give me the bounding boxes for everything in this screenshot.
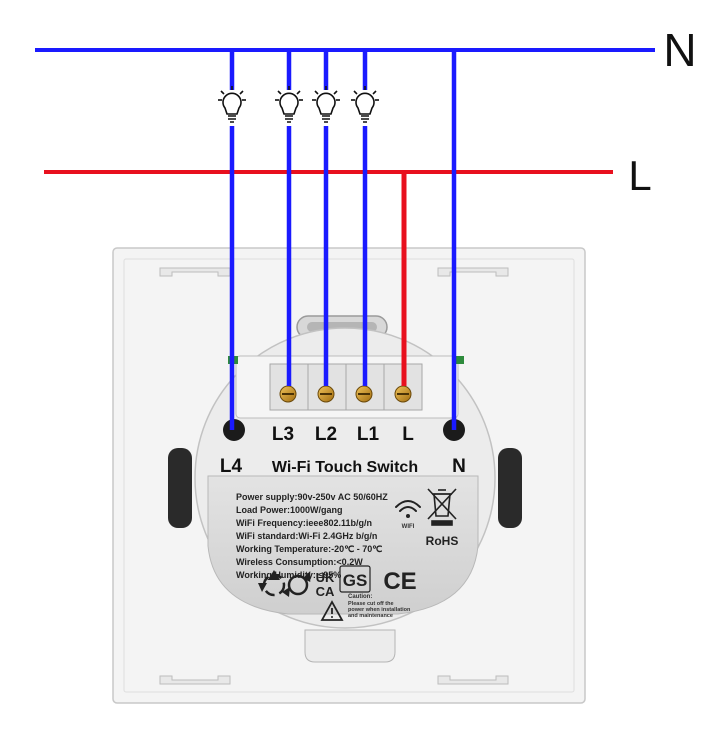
left-side-clamp <box>168 448 192 528</box>
spec-line: Wireless Consumption:<0.2W <box>236 557 363 567</box>
ukca-bottom: CA <box>316 584 335 599</box>
recycle-icon <box>258 570 290 597</box>
terminal-label-l4: L4 <box>220 456 243 477</box>
spec-line: WiFi Frequency:ieee802.11b/g/n <box>236 518 372 528</box>
terminal-label-l: L <box>402 424 414 445</box>
bottom-mounting-tab <box>304 629 396 663</box>
bulb-icon <box>312 86 340 123</box>
ukca-mark: UK CA <box>316 570 335 599</box>
back-plate-inner-frame <box>123 258 575 693</box>
recycle-loop-icon <box>287 570 311 596</box>
rohs-mark: RoHS <box>426 534 459 548</box>
caution-line: power when installation <box>348 607 411 613</box>
live-rail-label: L <box>628 152 651 199</box>
module-title: Wi-Fi Touch Switch <box>272 459 418 476</box>
caution-line: Please cut off the <box>348 601 394 607</box>
spec-line: Working Temperature:-20℃ - 70℃ <box>236 544 382 554</box>
spec-line: Load Power:1000W/gang <box>236 505 343 515</box>
caution-triangle-icon <box>320 600 344 621</box>
gs-mark: GS <box>343 571 368 590</box>
spec-line: Power supply:90v-250v AC 50/60HZ <box>236 492 388 502</box>
terminal-label-l1: L1 <box>357 424 380 445</box>
bulb-group <box>218 86 379 123</box>
crossed-bin-icon <box>427 488 457 526</box>
bottom-clip-right <box>437 675 509 685</box>
wifi-mark-label: WIFI <box>402 524 415 530</box>
spec-list: Power supply:90v-250v AC 50/60HZ Load Po… <box>236 492 388 580</box>
right-side-clamp <box>498 448 522 528</box>
ce-mark: CE <box>383 568 416 595</box>
lamp-wires <box>229 50 368 430</box>
terminal-label-n: N <box>452 456 466 477</box>
neutral-rail-label: N <box>663 24 696 76</box>
bulb-icon <box>351 86 379 123</box>
terminal-screws <box>279 385 412 403</box>
gs-badge <box>339 565 371 593</box>
caution-title: Caution: <box>348 594 372 600</box>
bulb-icon <box>275 86 303 123</box>
caution-line: and maintenance <box>348 613 393 619</box>
wifi-icon <box>395 500 421 518</box>
bottom-clip-left <box>159 675 231 685</box>
spec-line: WiFi standard:Wi-Fi 2.4GHz b/g/n <box>236 531 377 541</box>
terminal-label-l2: L2 <box>315 424 337 445</box>
ukca-top: UK <box>316 570 335 585</box>
terminal-label-l3: L3 <box>272 424 294 445</box>
spec-line: Working Humidity: ≤95% <box>236 570 341 580</box>
bulb-icon <box>218 86 246 123</box>
